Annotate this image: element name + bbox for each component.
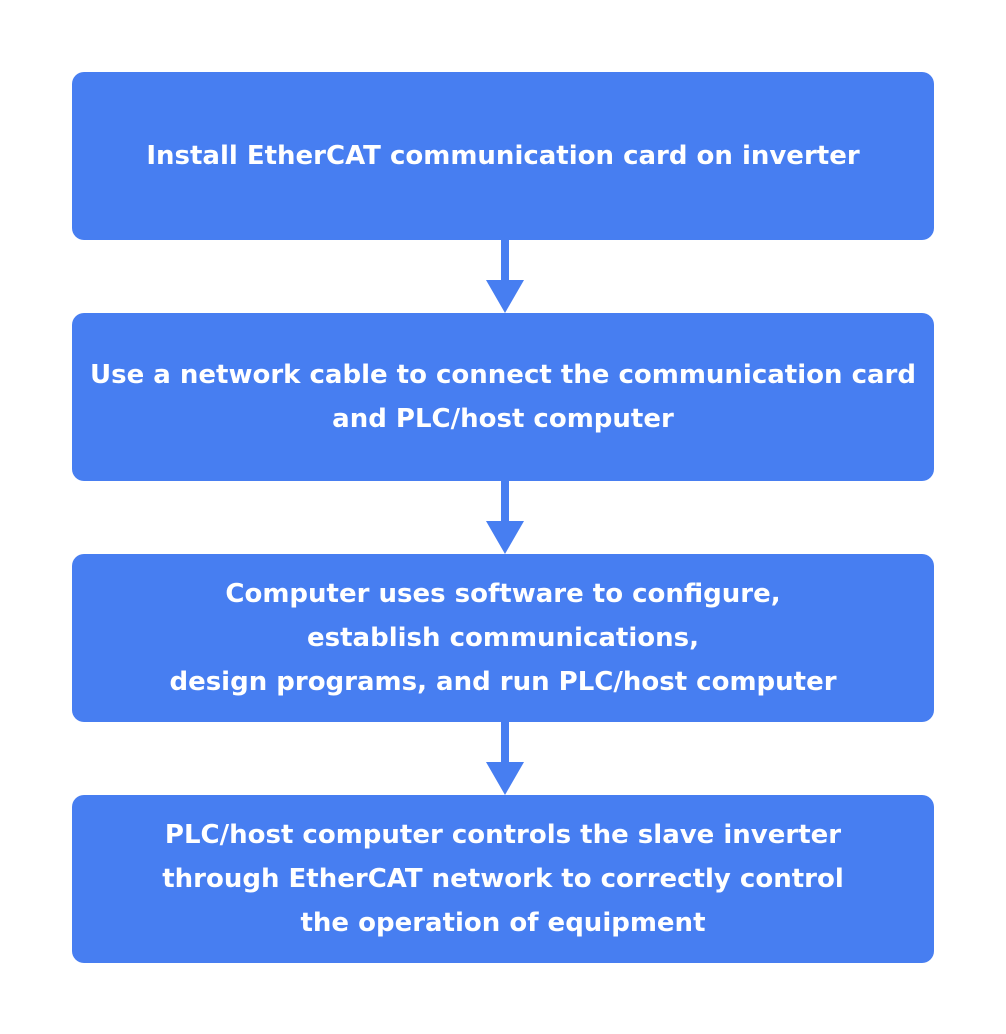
step-box-connect-cable: Use a network cable to connect the commu… (72, 313, 934, 481)
step-text: Install EtherCAT communication card on i… (146, 141, 860, 171)
step-text: PLC/host computer controls the slave inv… (162, 820, 844, 938)
down-arrow-icon (486, 240, 524, 313)
step-text: Computer uses software to configure, est… (169, 579, 837, 697)
step-box-control-inverter: PLC/host computer controls the slave inv… (72, 795, 934, 963)
step-box-install-card: Install EtherCAT communication card on i… (72, 72, 934, 240)
step-text: Use a network cable to connect the commu… (90, 360, 916, 434)
step-box-configure-software: Computer uses software to configure, est… (72, 554, 934, 722)
down-arrow-icon (486, 481, 524, 554)
down-arrow-icon (486, 722, 524, 795)
